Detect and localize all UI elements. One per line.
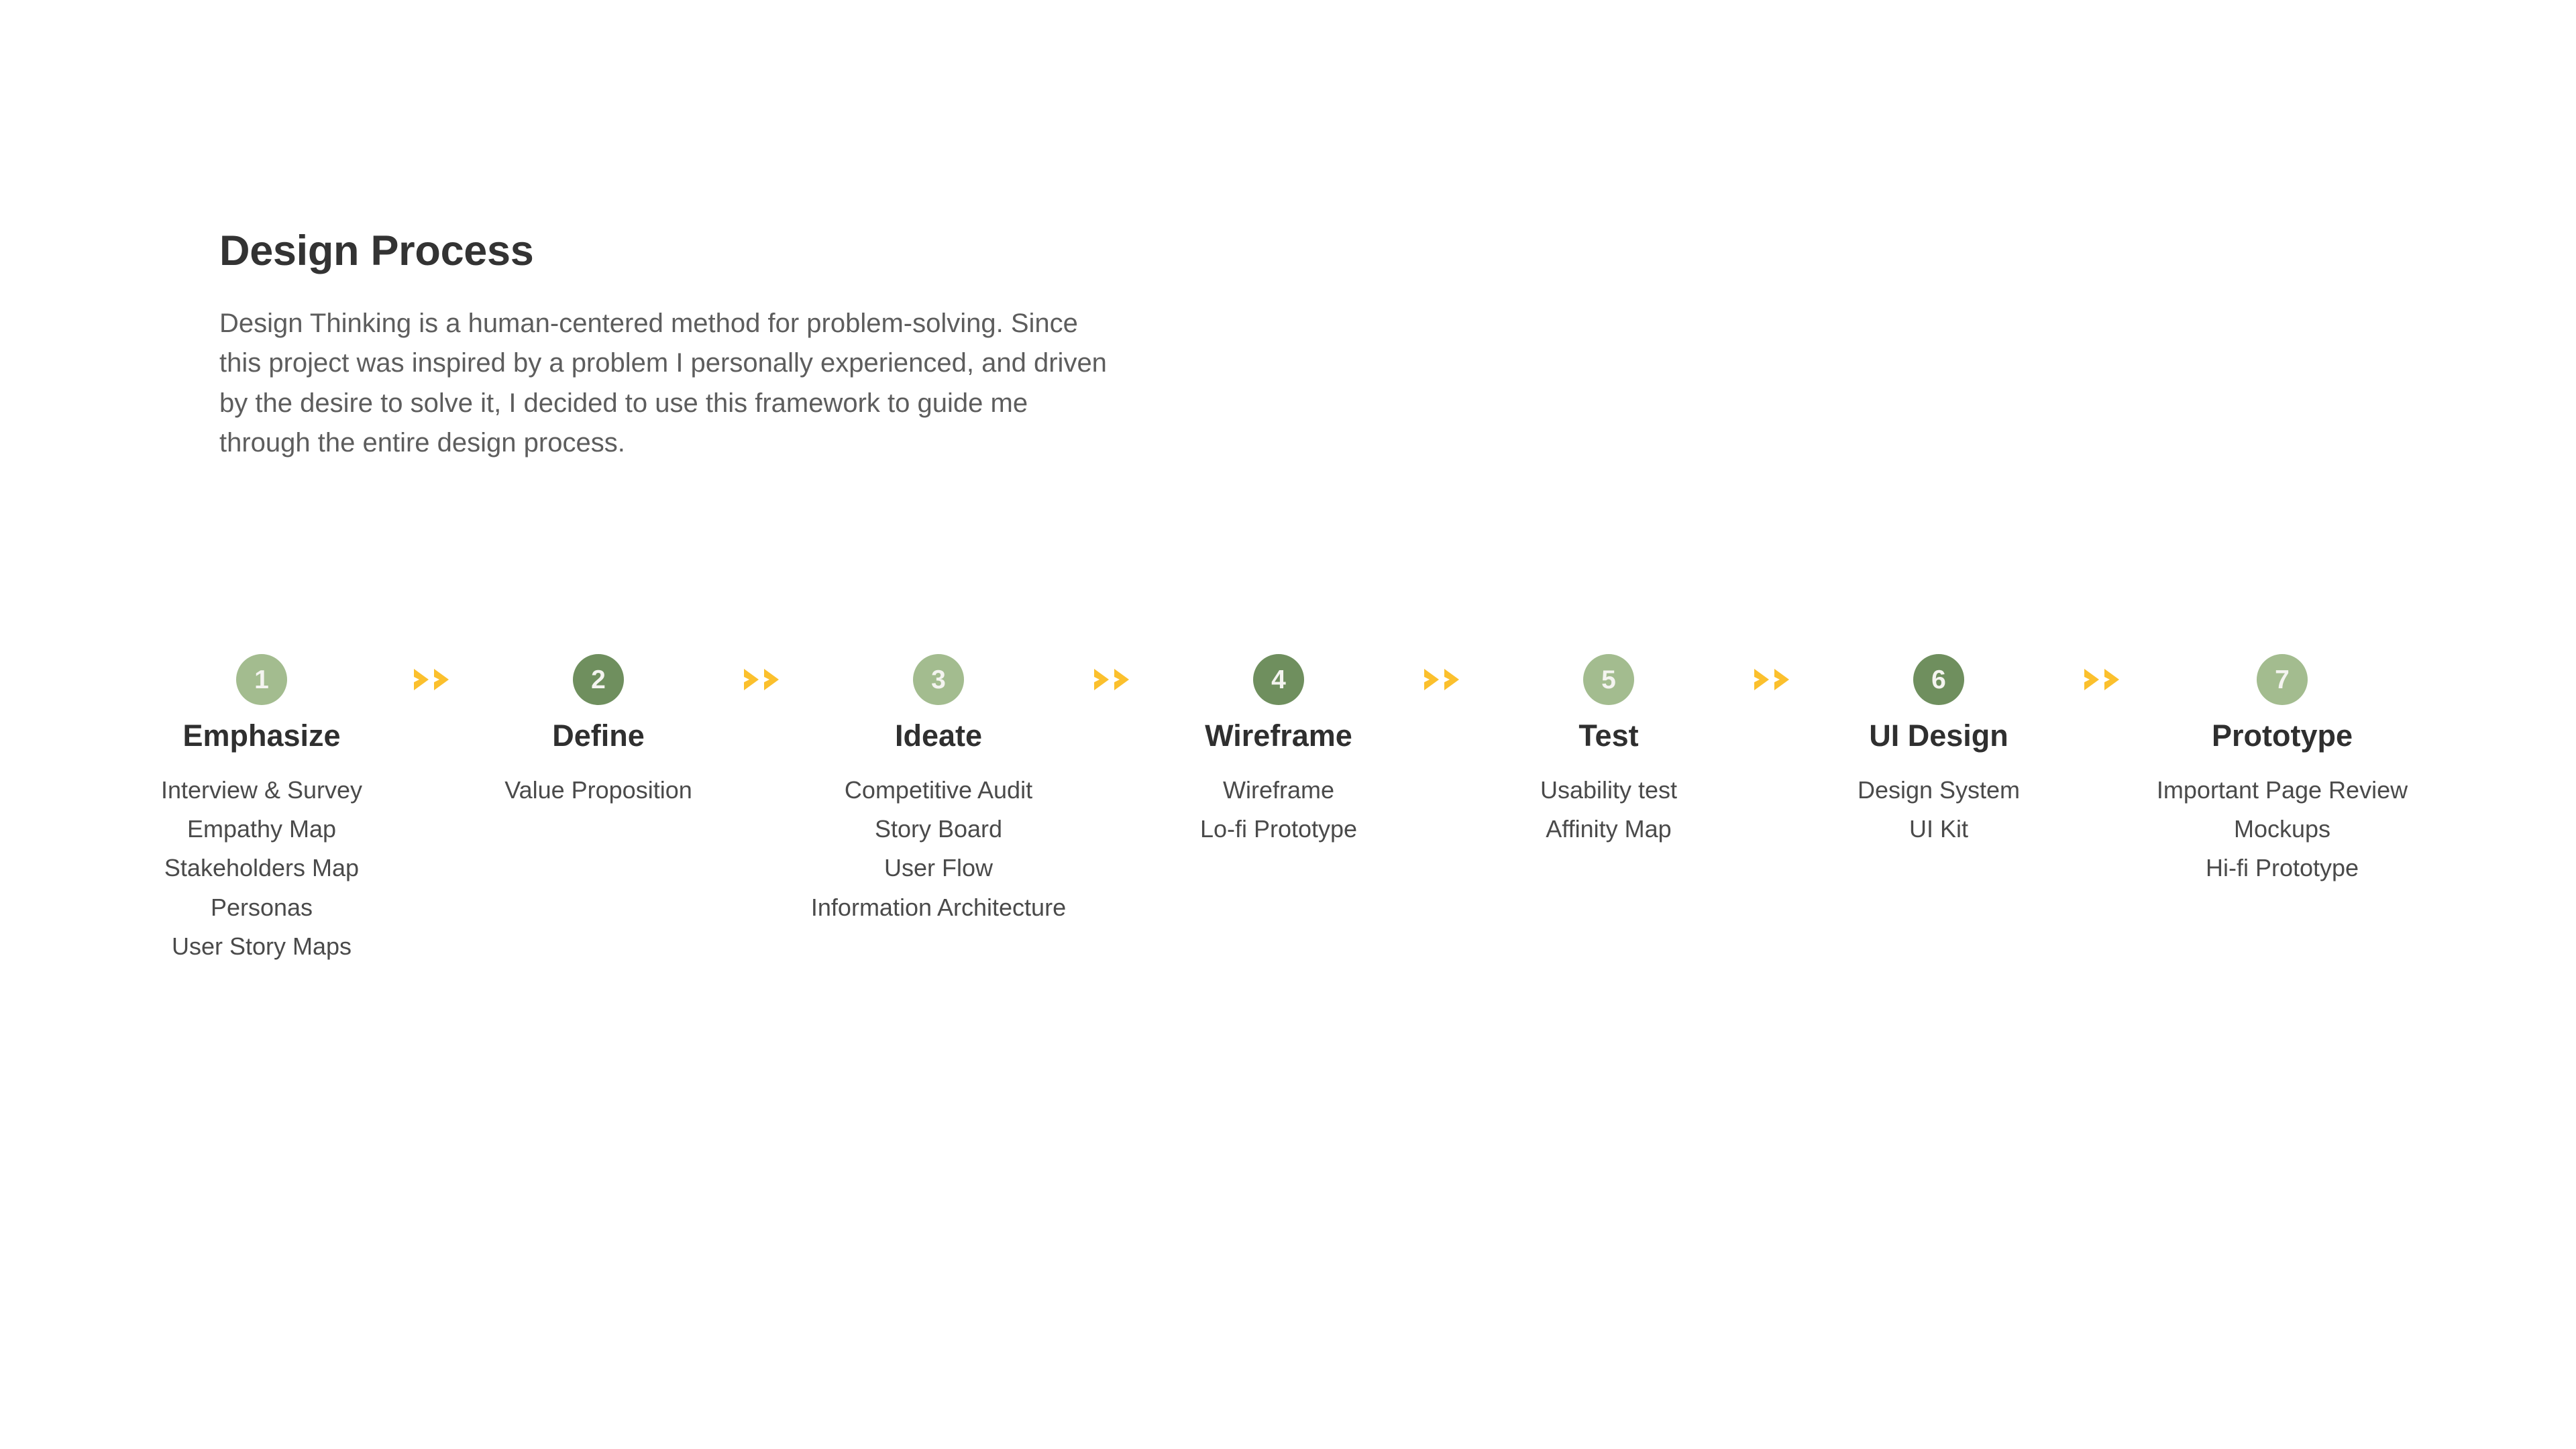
process-step-4[interactable]: 4 Wireframe Wireframe Lo-fi Prototype <box>1144 654 1413 849</box>
step-item-list: Design System UI Kit <box>1858 771 2020 849</box>
step-item: Usability test <box>1540 775 1678 804</box>
step-item-list: Value Proposition <box>504 771 692 810</box>
double-chevron-right-icon <box>402 654 464 705</box>
page-description-line: Design Thinking is a human-centered meth… <box>219 309 1078 339</box>
page-description-line: by the desire to solve it, I decided to … <box>219 388 1028 418</box>
double-chevron-right-icon <box>1083 654 1144 705</box>
process-step-1[interactable]: 1 Emphasize Interview & Survey Empathy M… <box>121 654 402 966</box>
step-item: Empathy Map <box>186 815 337 843</box>
step-number-badge: 2 <box>573 654 624 705</box>
step-item-list: Usability test Affinity Map <box>1540 771 1677 849</box>
page-description: Design Thinking is a human-centered meth… <box>219 304 1366 463</box>
step-number-badge: 6 <box>1913 654 1964 705</box>
step-item: Hi-fi Prototype <box>2205 854 2359 882</box>
step-item: Affinity Map <box>1546 815 1672 843</box>
step-item-list: Interview & Survey Empathy Map Stakehold… <box>161 771 362 967</box>
double-chevron-right-icon <box>2073 654 2135 705</box>
step-item: Stakeholders Map <box>164 854 360 882</box>
process-step-7[interactable]: 7 Prototype Important Page Review Mockup… <box>2135 654 2430 888</box>
step-title: Ideate <box>894 718 983 753</box>
step-item: Information Architecture <box>810 893 1067 921</box>
step-title: Test <box>1578 718 1639 753</box>
step-item: Lo-fi Prototype <box>1199 815 1358 843</box>
step-item: Design System <box>1857 775 2021 804</box>
step-item-list: Important Page Review Mockups Hi-fi Prot… <box>2157 771 2408 888</box>
step-title: Prototype <box>2211 718 2353 753</box>
step-item: User Flow <box>883 854 994 882</box>
step-title: Emphasize <box>182 718 341 753</box>
process-step-5[interactable]: 5 Test Usability test Affinity Map <box>1474 654 1743 849</box>
page-description-line: this project was inspired by a problem I… <box>219 348 1107 378</box>
step-number-badge: 4 <box>1253 654 1304 705</box>
step-number-badge: 5 <box>1583 654 1634 705</box>
process-step-3[interactable]: 3 Ideate Competitive Audit Story Board U… <box>794 654 1083 927</box>
process-step-6[interactable]: 6 UI Design Design System UI Kit <box>1805 654 2073 849</box>
step-title: UI Design <box>1869 718 2008 753</box>
step-item: Mockups <box>2233 815 2331 843</box>
step-title: Define <box>552 718 645 753</box>
step-item: UI Kit <box>1909 815 1968 843</box>
process-step-2[interactable]: 2 Define Value Proposition <box>464 654 733 810</box>
step-item: Competitive Audit <box>844 775 1033 804</box>
step-item: Story Board <box>874 815 1003 843</box>
step-number-badge: 1 <box>236 654 287 705</box>
step-item: Important Page Review <box>2156 775 2408 804</box>
step-item: Value Proposition <box>504 775 692 804</box>
step-title: Wireframe <box>1205 718 1352 753</box>
step-item-list: Wireframe Lo-fi Prototype <box>1200 771 1357 849</box>
double-chevron-right-icon <box>733 654 794 705</box>
step-item: User Story Maps <box>171 932 352 960</box>
step-item-list: Competitive Audit Story Board User Flow … <box>811 771 1066 927</box>
intro-block: Design Process Design Thinking is a huma… <box>219 227 1400 463</box>
step-item: Wireframe <box>1222 775 1334 804</box>
step-number-badge: 3 <box>913 654 964 705</box>
page-description-line: through the entire design process. <box>219 427 625 458</box>
step-item: Personas <box>210 893 313 921</box>
step-item: Interview & Survey <box>160 775 363 804</box>
page-title: Design Process <box>219 227 534 274</box>
double-chevron-right-icon <box>1413 654 1474 705</box>
double-chevron-right-icon <box>1743 654 1805 705</box>
design-process-steps: 1 Emphasize Interview & Survey Empathy M… <box>121 654 2455 966</box>
step-number-badge: 7 <box>2257 654 2308 705</box>
